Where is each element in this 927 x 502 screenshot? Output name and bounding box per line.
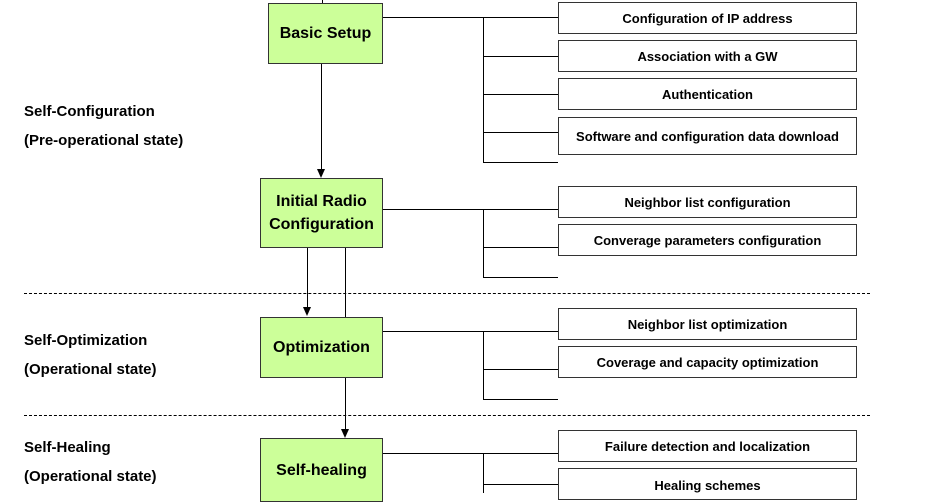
stage-initial-radio-configuration: Initial Radio Configuration <box>260 178 383 248</box>
phase-title: Self-Healing <box>24 439 111 456</box>
flow-connector-radio-to-optimization <box>307 248 308 308</box>
branch-connector <box>483 399 558 400</box>
branch-connector <box>483 369 558 370</box>
task-neighbor-list-optimization: Neighbor list optimization <box>558 308 857 340</box>
arrow-down-icon <box>341 429 349 438</box>
phase-self-healing: Self-Healing (Operational state) <box>24 433 157 491</box>
task-coverage-capacity-optimization: Coverage and capacity optimization <box>558 346 857 378</box>
stage-label: Basic Setup <box>279 25 372 42</box>
task-label: Coverage and capacity optimization <box>596 354 819 370</box>
phase-separator <box>24 415 870 416</box>
arrow-down-icon <box>317 169 325 178</box>
branch-connector <box>483 484 558 485</box>
phase-title: Self-Configuration <box>24 103 155 120</box>
task-neighbor-list-configuration: Neighbor list configuration <box>558 186 857 218</box>
task-label: Neighbor list optimization <box>627 316 788 332</box>
stage-self-healing: Self-healing <box>260 438 383 502</box>
task-label: Failure detection and localization <box>604 438 811 454</box>
flow-connector-optimization-to-healing <box>345 378 346 430</box>
task-label: Converage parameters configuration <box>593 232 822 248</box>
branch-connector <box>383 331 558 332</box>
task-configuration-ip-address: Configuration of IP address <box>558 2 857 34</box>
task-association-gw: Association with a GW <box>558 40 857 72</box>
branch-trunk <box>483 331 484 400</box>
branch-connector <box>483 162 558 163</box>
phase-self-configuration: Self-Configuration (Pre-operational stat… <box>24 97 183 155</box>
task-coverage-parameters-configuration: Converage parameters configuration <box>558 224 857 256</box>
flow-connector-radio-bypass <box>345 248 346 317</box>
flow-connector-basic-to-radio <box>321 63 322 169</box>
phase-subtitle: (Pre-operational state) <box>24 132 184 149</box>
task-label: Software and configuration data download <box>576 128 839 144</box>
branch-connector <box>483 247 558 248</box>
phase-self-optimization: Self-Optimization (Operational state) <box>24 326 157 384</box>
task-healing-schemes: Healing schemes <box>558 468 857 500</box>
branch-connector <box>383 209 558 210</box>
phase-separator <box>24 293 870 294</box>
stage-label-line2: Configuration <box>269 216 374 233</box>
phase-title: Self-Optimization <box>24 332 148 349</box>
arrow-down-icon <box>303 307 311 316</box>
task-failure-detection-localization: Failure detection and localization <box>558 430 857 462</box>
task-authentication: Authentication <box>558 78 857 110</box>
branch-connector <box>383 17 558 18</box>
task-software-download: Software and configuration data download <box>558 117 857 155</box>
phase-subtitle: (Operational state) <box>24 468 157 485</box>
branch-connector <box>483 132 558 133</box>
task-label: Healing schemes <box>654 478 761 493</box>
branch-connector <box>483 94 558 95</box>
stage-label: Self-healing <box>276 461 367 479</box>
stage-optimization: Optimization <box>260 317 383 378</box>
stage-basic-setup: Basic Setup <box>268 3 383 64</box>
branch-trunk <box>483 209 484 278</box>
phase-subtitle: (Operational state) <box>24 361 157 378</box>
stage-label: Optimization <box>273 339 370 356</box>
branch-trunk <box>483 17 484 163</box>
task-label: Association with a GW <box>637 48 778 64</box>
task-label: Configuration of IP address <box>622 10 793 26</box>
branch-connector <box>483 56 558 57</box>
stage-label-line1: Initial Radio <box>276 193 367 210</box>
branch-connector <box>483 277 558 278</box>
task-label: Neighbor list configuration <box>624 194 791 210</box>
branch-connector <box>383 453 558 454</box>
branch-trunk <box>483 453 484 493</box>
task-label: Authentication <box>662 86 753 102</box>
flow-connector-top <box>322 0 323 3</box>
